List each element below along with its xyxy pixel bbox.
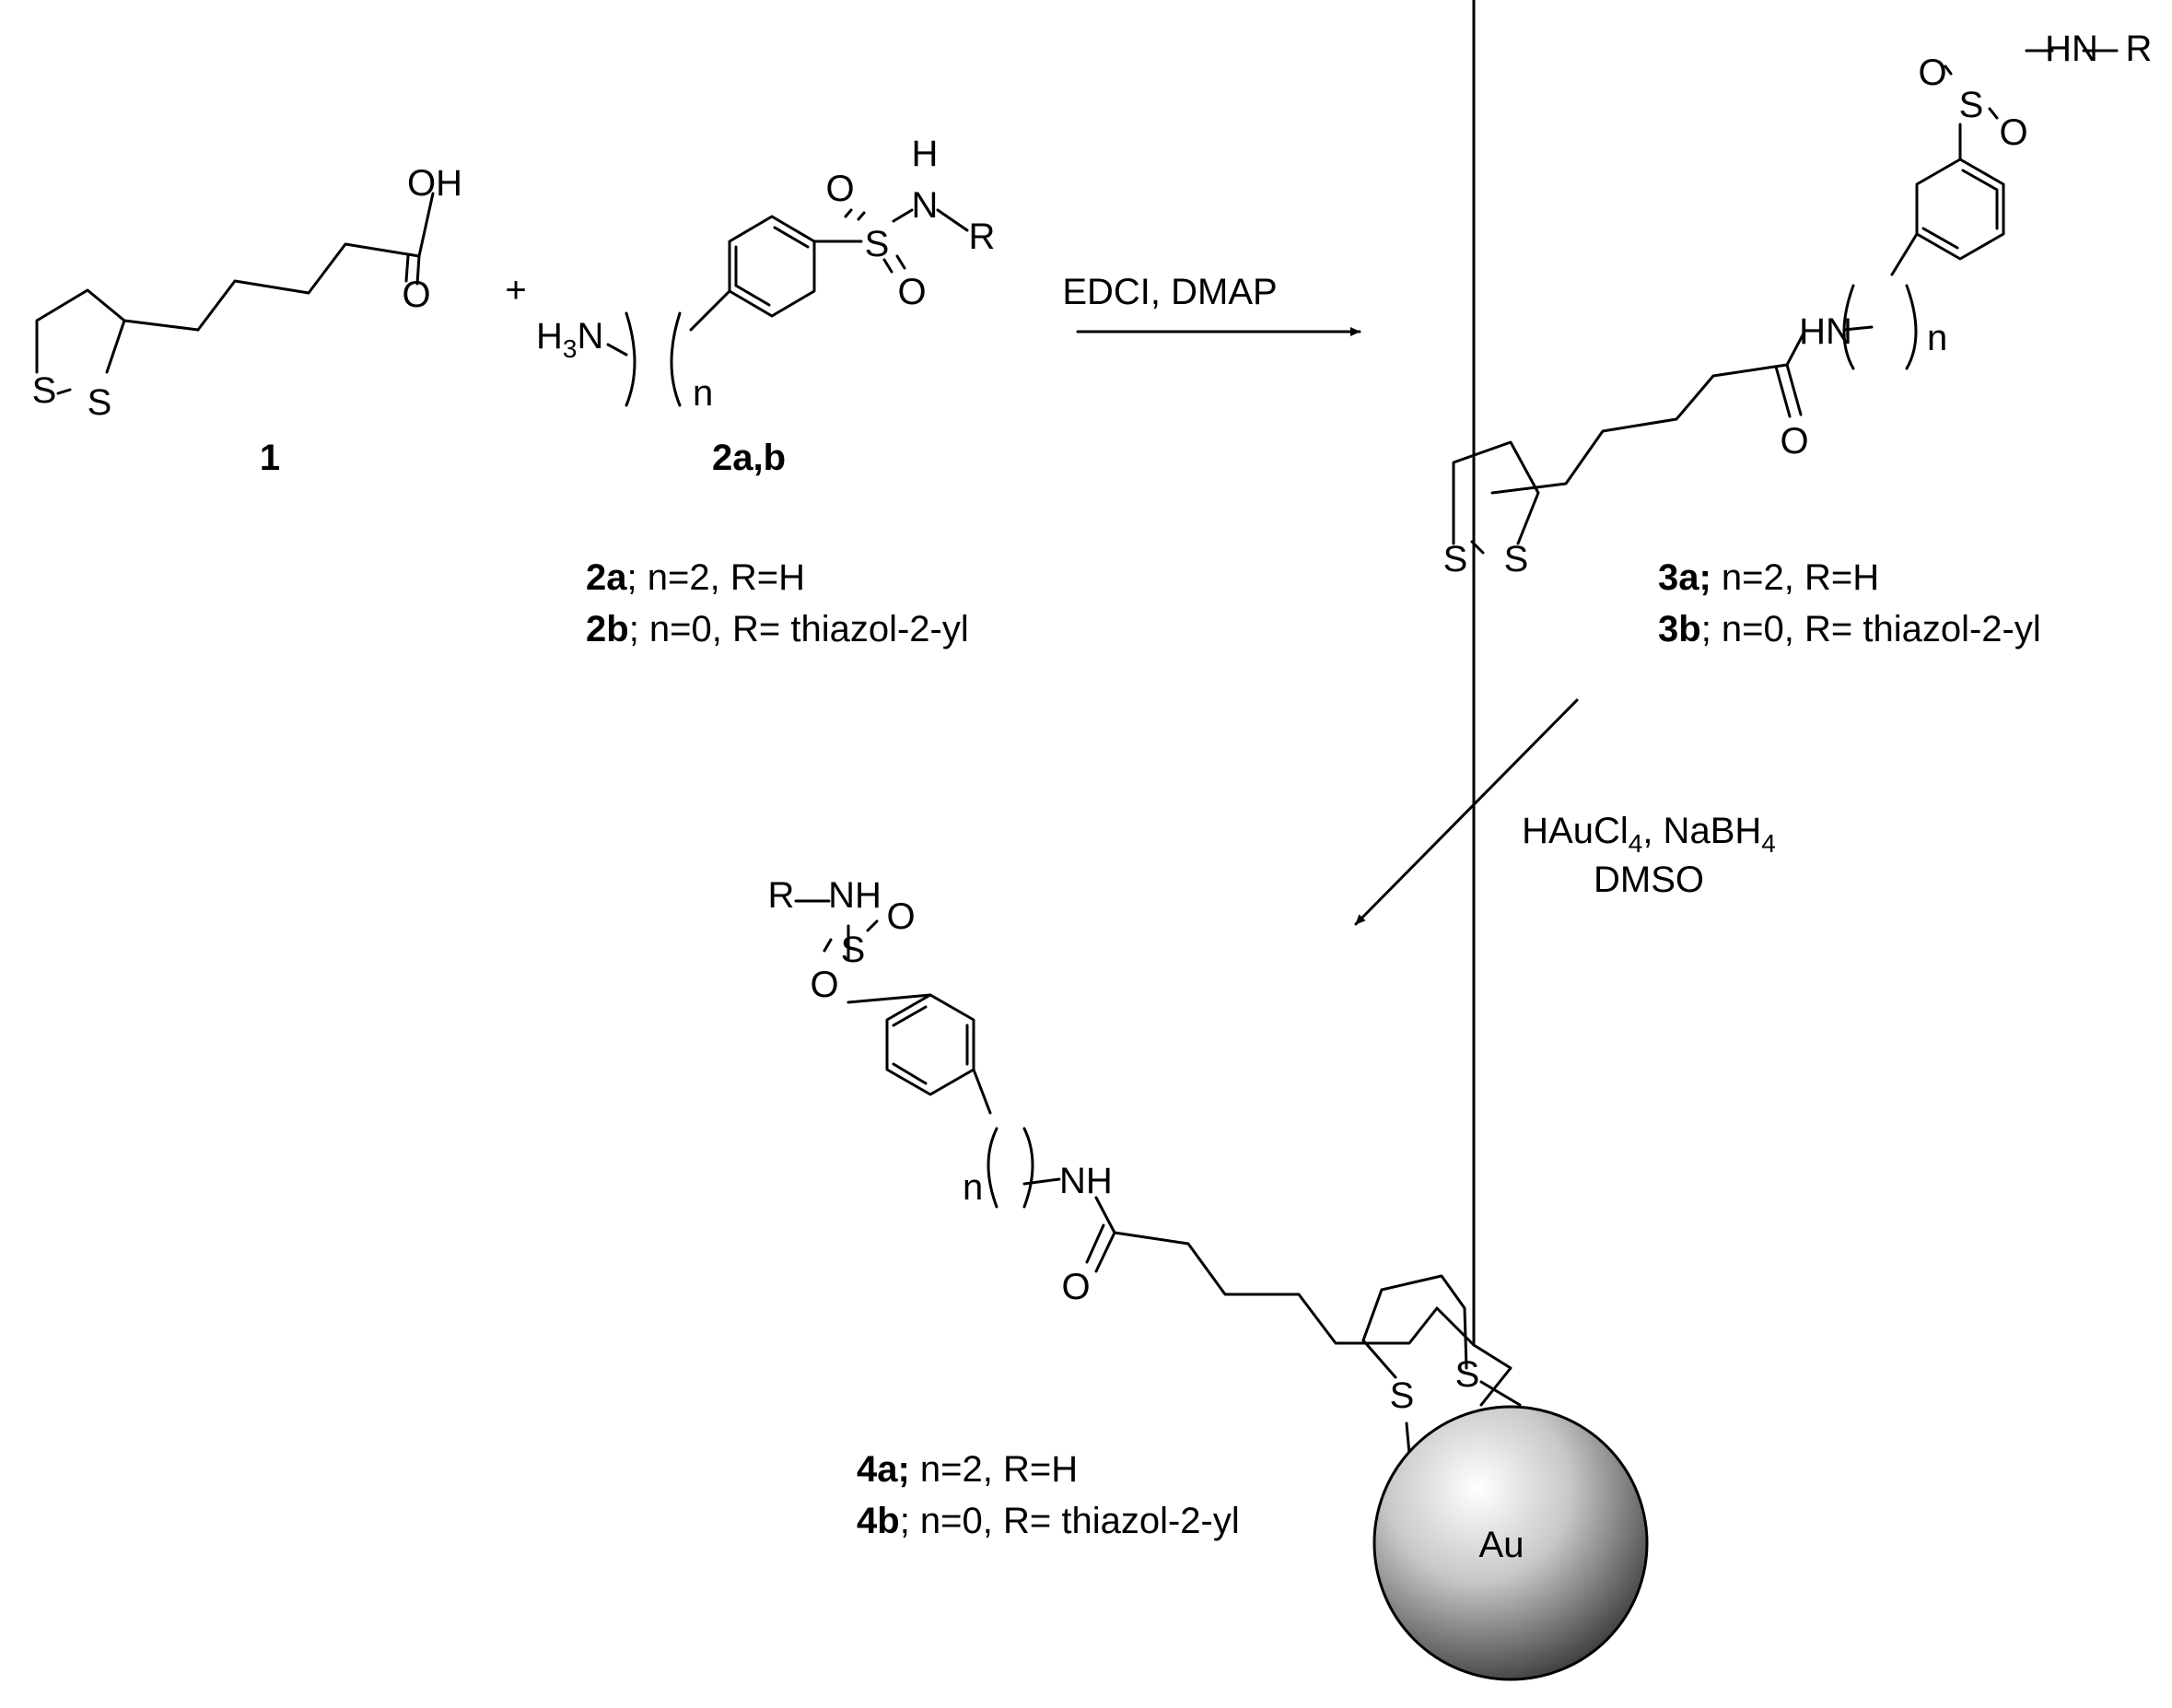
reaction-arrow [1354, 698, 1579, 926]
hydrogen-label: H [912, 134, 939, 174]
sulfur-label: S [1443, 539, 1468, 579]
step-2-solvent: DMSO [1594, 860, 1704, 900]
reaction-step-1: EDCI, DMAP [1062, 272, 1361, 336]
sulfonyl-oxygen-label: O [897, 272, 926, 312]
variant-caption-4a: 4a; n=2, R=H [857, 1449, 1078, 1490]
gold-label: Au [1479, 1525, 1524, 1565]
r-group-label: R [969, 216, 996, 257]
amine-label: H3N [536, 316, 603, 363]
variant-caption-3a: 3a; n=2, R=H [1658, 557, 1879, 598]
repeat-index-label: n [963, 1167, 983, 1208]
sulfonyl-oxygen-label: O [1999, 112, 2027, 153]
compound-1-bonds [35, 192, 435, 395]
repeat-index-label: n [1927, 318, 1947, 358]
dithiolane-ring-bonds [1361, 1274, 1522, 1456]
carbonyl-oxygen-label: O [1061, 1267, 1090, 1307]
variant-caption-4b: 4b; n=0, R= thiazol-2-yl [857, 1501, 1240, 1541]
sulfonyl-oxygen-label: O [825, 169, 854, 209]
sulfonamide-nh-label: NH [828, 875, 882, 916]
variant-caption-2b: 2b; n=0, R= thiazol-2-yl [586, 609, 969, 649]
sulfur-label: S [32, 370, 57, 411]
repeat-index-label: n [693, 373, 713, 414]
sulfur-label: S [88, 382, 112, 423]
sulfur-label: S [1455, 1354, 1480, 1395]
hydroxyl-label: OH [407, 163, 462, 204]
sulfur-label: S [1959, 85, 1984, 125]
compound-3-bonds [1452, 49, 2119, 555]
gold-nanoparticle [1372, 1405, 1649, 1681]
carbonyl-oxygen-label: O [1780, 421, 1808, 462]
compound-number: 2a,b [712, 438, 786, 478]
sulfur-label: S [1390, 1375, 1415, 1416]
compound-4: R NH O O S n NH O S S Au 4a; n=2, R=H 4b… [768, 0, 1649, 1681]
sulfonyl-oxygen-label: O [886, 896, 915, 937]
amine-label: HN [2045, 29, 2098, 69]
r-group-label: R [768, 875, 795, 916]
compound-3: HN R O O S HN n O S S 3a; n=2, R=H 3b; n… [1443, 29, 2153, 649]
variant-caption-3b: 3b; n=0, R= thiazol-2-yl [1658, 609, 2041, 649]
compound-4-bonds [794, 0, 1512, 1407]
amide-nh-label: NH [1059, 1161, 1113, 1201]
amide-nh-label: HN [1799, 311, 1852, 352]
plus-sign: + [505, 270, 526, 310]
variant-caption-2a: 2a; n=2, R=H [586, 557, 805, 598]
compound-number: 1 [260, 438, 280, 478]
step-1-reagents: EDCI, DMAP [1062, 272, 1277, 312]
reaction-step-2: HAuCl4, NaBH4 DMSO [1354, 698, 1776, 926]
r-group-label: R [2126, 29, 2153, 69]
step-2-reagents: HAuCl4, NaBH4 [1522, 811, 1776, 858]
compound-1: OH O S S 1 [32, 163, 462, 478]
sulfur-label: S [1504, 539, 1529, 579]
sulfur-label: S [865, 224, 890, 264]
nitrogen-label: N [912, 185, 939, 226]
sulfonyl-oxygen-label: O [810, 965, 838, 1005]
carbonyl-oxygen-label: O [402, 275, 430, 315]
compound-2: O O S H N R H3N n 2a,b 2a; n=2, R=H 2b; … [536, 134, 995, 649]
compound-2-bonds [606, 208, 969, 407]
sulfonyl-oxygen-label: O [1918, 53, 1946, 93]
sulfur-label: S [841, 930, 866, 970]
